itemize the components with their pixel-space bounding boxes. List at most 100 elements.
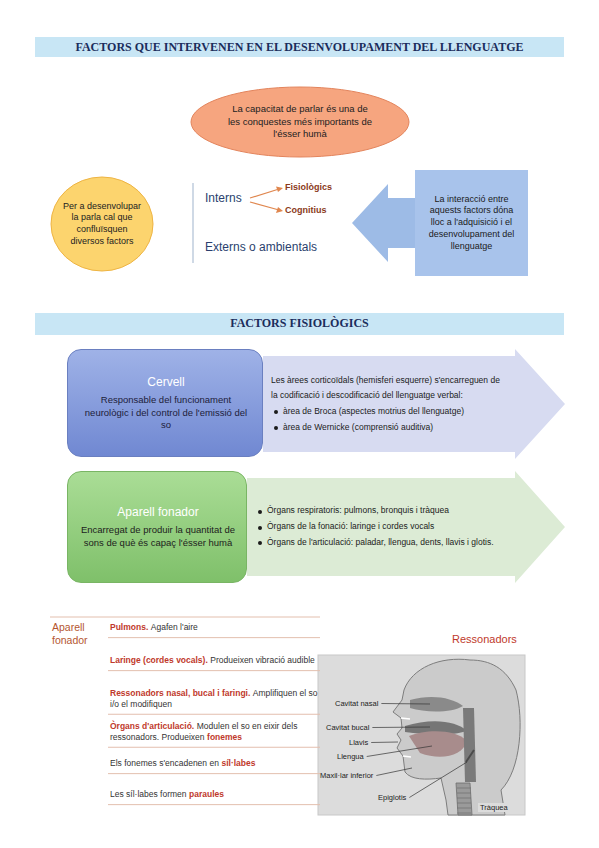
head-illustration: [318, 655, 525, 815]
node-content: Òrgans respiratoris: pulmons, bronquis i…: [255, 503, 507, 550]
node-text: Encarregat de produir la quantitat de so…: [80, 524, 236, 549]
leader-line: [376, 768, 412, 776]
branch-arrow: [250, 189, 279, 198]
leader-line: [372, 727, 430, 729]
organ-box: Aparell fonadorEncarregat de produir la …: [67, 471, 247, 583]
table-rule: [50, 617, 320, 618]
table-cell-text: Les síl·labes formen: [110, 789, 187, 799]
part-label: Tràquea: [478, 803, 510, 812]
part-label: Epiglotis: [378, 793, 406, 802]
trachea-rings: [457, 788, 471, 813]
table-cell-text: Laringe (cordes vocals).: [110, 655, 208, 665]
topic-ellipse: La capacitat de parlar és una de les con…: [190, 86, 410, 158]
ring-stroke: [457, 793, 471, 794]
bullet-dot: [258, 510, 262, 514]
node-content: La capacitat de parlar és una de les con…: [226, 103, 374, 140]
figure-ground: [318, 655, 525, 815]
table-rule: [108, 670, 320, 671]
leader-line: [409, 762, 467, 798]
epiglottis: [466, 750, 474, 762]
block-arrow: [352, 184, 416, 262]
table-rule: [108, 637, 320, 638]
table-rule: [108, 714, 320, 715]
table-row: Els fonemes s'encadenen ensíl·labes: [110, 758, 318, 769]
title-text: FACTORS QUE INTERVENEN EN EL DESENVOLUPA…: [76, 40, 524, 55]
bullet-dot: [258, 541, 262, 545]
table-row: Òrgans d'articulació.Modulen el so en ei…: [110, 721, 318, 742]
arrow-head: [276, 207, 283, 213]
ring-stroke: [457, 813, 471, 814]
bullet-dot: [274, 426, 278, 430]
box-heading: Cervell: [80, 375, 252, 391]
leader-line: [381, 703, 430, 705]
node-content: La interacció entre aquests factors dóna…: [423, 194, 520, 252]
bullet-dot: [258, 526, 262, 530]
bullet-item: Òrgans respiratoris: pulmons, bronquis i…: [255, 503, 507, 519]
part-label: Llengua: [337, 752, 364, 761]
node-content: FACTORS FISIOLÒGICS: [39, 316, 560, 332]
table-row: Pulmons.Agafen l'aire: [110, 622, 318, 633]
bullet-dot: [274, 410, 278, 414]
arrow-outline: [263, 349, 565, 459]
leader-line: [371, 742, 398, 744]
part-label: Llavis: [349, 738, 368, 747]
part-label: Cavitat nasal: [335, 699, 378, 708]
node-shape: [263, 349, 565, 459]
factor-circle: Per a desenvolupar la parla cal que conf…: [50, 176, 154, 272]
table-row: Ressonadors nasal, bucal i faringi.Ampli…: [110, 688, 318, 709]
node-content: Les àrees corticoïdals (hemisferi esquer…: [271, 373, 507, 436]
node-text: FACTORS FISIOLÒGICS: [39, 316, 560, 332]
node-text: Responsable del funcionament neurològic …: [80, 394, 252, 431]
factor-label: Cognitius: [285, 205, 327, 216]
node-content: Aparell fonadorEncarregat de produir la …: [80, 505, 236, 549]
part-label: Cavitat bucal: [326, 723, 369, 732]
table-rule: [108, 747, 320, 748]
ring-stroke: [457, 803, 471, 804]
figure-title: Ressonadors: [452, 633, 517, 646]
table-cell-text: paraules: [189, 789, 224, 799]
node-content: Per a desenvolupar la parla cal que conf…: [62, 201, 142, 248]
organ-box: CervellResponsable del funcionament neur…: [67, 349, 263, 457]
table-cell-text: fonemes: [207, 732, 242, 742]
node-text: La interacció entre aquests factors dóna…: [423, 194, 520, 252]
part-label: Maxil·lar inferior: [320, 771, 373, 780]
table-cell-text: Pulmons.: [110, 622, 148, 632]
branch-arrow: [250, 202, 279, 210]
factor-label: Externs o ambientals: [205, 240, 317, 254]
table-cell-text: síl·labes: [221, 758, 255, 768]
node-text: La capacitat de parlar és una de les con…: [226, 103, 374, 140]
box-heading: Aparell fonador: [80, 505, 236, 521]
bullet-item: àrea de Wernicke (comprensió auditiva): [271, 420, 507, 436]
ring-stroke: [457, 798, 471, 799]
pharynx: [463, 708, 476, 782]
table-cell-text: Ressonadors nasal, bucal i faringi.: [110, 688, 250, 698]
table-rule: [108, 804, 320, 805]
table-cell-text: Produeixen vibració audible: [210, 655, 314, 665]
table-cell-text: Agafen l'aire: [151, 622, 198, 632]
teeth: [401, 718, 411, 757]
info-arrow: Les àrees corticoïdals (hemisferi esquer…: [263, 349, 565, 459]
bullet-item: Òrgans de l'articulació: paladar, llengu…: [255, 535, 507, 551]
trachea: [456, 783, 472, 815]
node-text: Per a desenvolupar la parla cal que conf…: [62, 201, 142, 248]
ellipse-outline: [191, 87, 409, 157]
table-row: Laringe (cordes vocals).Produeixen vibra…: [110, 655, 318, 666]
bullet-item: àrea de Broca (aspectes motrius del llen…: [271, 404, 507, 420]
factor-label: Fisiològics: [285, 182, 332, 193]
info-arrow: Òrgans respiratoris: pulmons, bronquis i…: [247, 471, 565, 583]
table-heading: Aparell fonador: [52, 621, 104, 646]
section-band: FACTORS FISIOLÒGICS: [35, 313, 564, 335]
ellipse-outline: [51, 177, 153, 271]
head-outline: [393, 659, 520, 815]
factor-label: Interns: [205, 191, 242, 205]
table-rule: [108, 773, 320, 774]
bracket-line: [193, 183, 194, 263]
ring-stroke: [457, 808, 471, 809]
table-cell-text: Òrgans d'articulació.: [110, 721, 194, 731]
title-band: FACTORS QUE INTERVENEN EN EL DESENVOLUPA…: [35, 37, 564, 57]
result-box: La interacció entre aquests factors dóna…: [415, 170, 528, 276]
arrow-head: [276, 187, 283, 193]
leader-line: [367, 746, 432, 757]
bullet-item: Òrgans de la fonació: laringe i cordes v…: [255, 519, 507, 535]
